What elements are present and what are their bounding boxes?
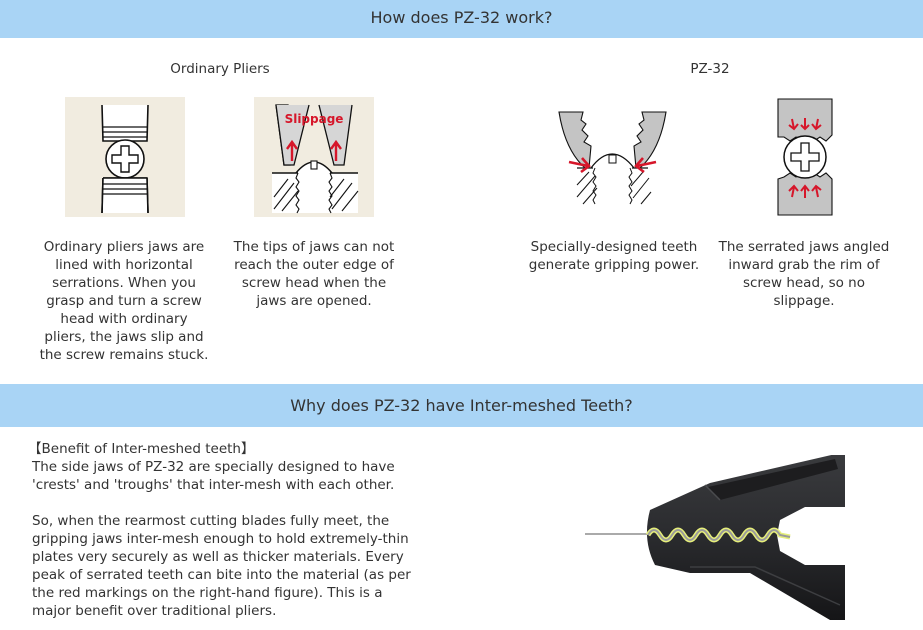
caption-ordinary-slippage: The tips of jaws can not reach the outer… [233,239,395,309]
caption-ordinary-jaws: Ordinary pliers jaws are lined with hori… [39,239,209,363]
section-header-how-it-works: How does PZ-32 work? [0,0,923,38]
section-header-intermeshed-teeth: Why does PZ-32 have Inter-meshed Teeth? [0,384,923,427]
pz32-teeth-grip-figure [555,100,670,215]
pz32-angled-jaws-figure [770,97,865,217]
slippage-label: Slippage [285,112,344,126]
benefit-text-block: 【Benefit of Inter-meshed teeth】 The side… [28,440,422,620]
ordinary-pliers-slippage-figure: Slippage [254,97,374,217]
caption-pz32-angled: The serrated jaws angled inward grab the… [718,239,890,309]
ordinary-pliers-flat-jaws-figure [65,97,185,217]
caption-pz32-teeth: Specially-designed teeth generate grippi… [528,239,700,273]
column-title-pz32: PZ-32 [690,61,730,77]
column-title-ordinary: Ordinary Pliers [170,61,270,77]
benefit-heading: 【Benefit of Inter-meshed teeth】 [28,441,255,457]
benefit-paragraph-2: So, when the rearmost cutting blades ful… [32,513,411,619]
benefit-paragraph-1: The side jaws of PZ-32 are specially des… [32,459,395,493]
pz32-intermeshed-jaw-photo [580,453,850,620]
